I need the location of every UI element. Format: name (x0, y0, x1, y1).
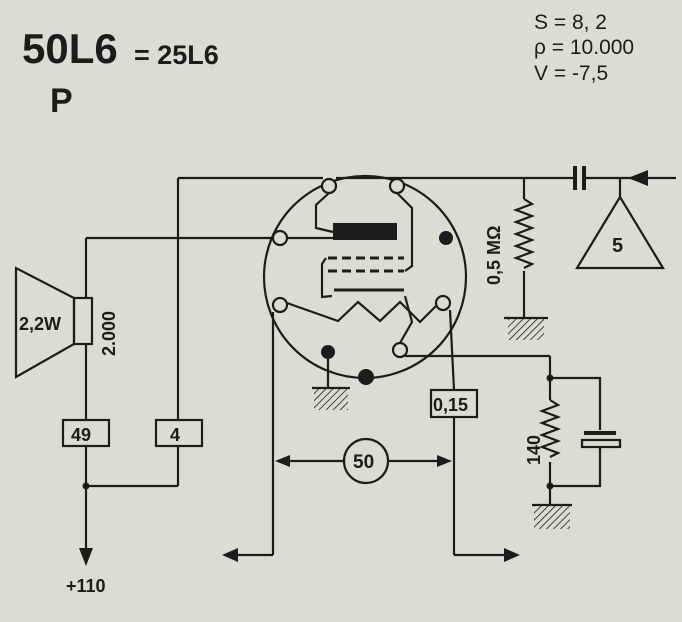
bypass-cap-body (580, 438, 622, 449)
plate-lead (314, 192, 334, 234)
wire-heater-right (448, 309, 456, 391)
pin-heater-right (434, 294, 452, 312)
circle-50 (342, 437, 390, 485)
stage-triangle (575, 194, 665, 270)
ground-pin (314, 388, 348, 410)
triangle-label: 5 (612, 235, 623, 257)
tube-key (358, 369, 374, 385)
wire-bypass-bottom (550, 447, 602, 488)
circle-50-label: 50 (353, 452, 374, 473)
box-49 (61, 418, 111, 448)
grid-res-label: 0,5 MΩ (484, 226, 504, 285)
box-015 (429, 388, 479, 419)
lead-top-right (396, 192, 414, 272)
speaker-coil (72, 296, 94, 346)
grid-lead (320, 257, 333, 299)
speaker-power-label: 2,2W (19, 314, 61, 334)
cathode-lead (399, 295, 414, 344)
supply-arrow-icon (79, 548, 93, 566)
heater-right-arrow-icon (504, 548, 520, 562)
box-49-label: 49 (71, 425, 91, 445)
pin-plate (320, 177, 338, 195)
param-v: V = -7,5 (534, 62, 608, 85)
grid-resistor (512, 198, 536, 269)
tube-equivalent: = 25L6 (134, 40, 219, 70)
tube-anode (333, 223, 397, 240)
pin-screen (271, 229, 289, 247)
tube-type-letter: P (50, 82, 73, 120)
cathode-resistor (538, 399, 562, 458)
pin-top-right (388, 177, 406, 195)
ground-grid-res (508, 318, 544, 340)
param-s: S = 8, 2 (534, 11, 607, 34)
pin-blank-right (439, 231, 453, 245)
dimension-right-arrow-icon (437, 455, 452, 467)
pin-cathode (391, 341, 409, 359)
junction-dot (82, 482, 90, 490)
transformer-label: 2.000 (99, 311, 119, 356)
pin-blank-bottom (321, 345, 335, 359)
tube-heater (286, 300, 438, 324)
param-rho: ρ = 10.000 (534, 36, 634, 59)
dimension-left-arrow-icon (275, 455, 290, 467)
input-arrow-icon (628, 170, 648, 186)
heater-left-arrow-icon (222, 548, 238, 562)
tube-envelope (262, 174, 468, 380)
wire-bypass-top (550, 376, 602, 430)
speaker-cone (14, 266, 76, 379)
ground-cathode (534, 505, 570, 529)
box-4-label: 4 (170, 425, 180, 445)
pin-heater-left (271, 296, 289, 314)
box-015-label: 0,15 (433, 395, 468, 415)
supply-label: +110 (66, 576, 106, 596)
tube-grids (328, 256, 404, 273)
cathode-res-label: 140 (524, 435, 544, 465)
box-4 (154, 418, 204, 448)
tube-title: 50L6 (22, 25, 118, 72)
